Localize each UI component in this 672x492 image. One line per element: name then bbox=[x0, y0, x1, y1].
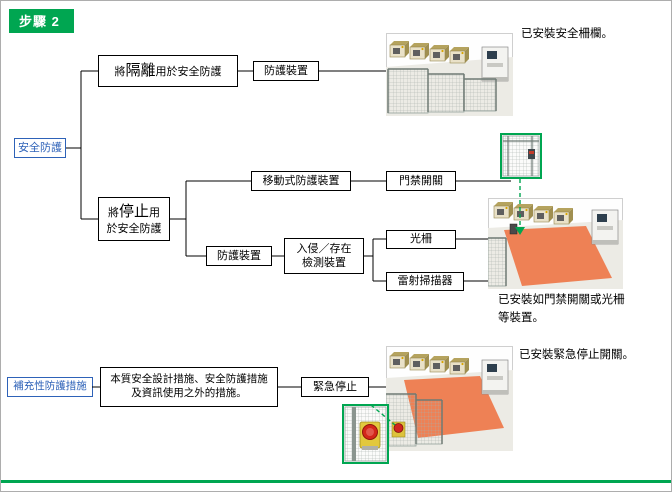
flow-box-guard-device-bottom: 防護裝置 bbox=[206, 246, 272, 266]
inset-door-switch-detail bbox=[500, 133, 542, 179]
flow-box-laser-scanner: 雷射掃描器 bbox=[386, 272, 464, 291]
safety-protection-label: 安全防護 bbox=[18, 141, 62, 154]
illustration-estop-zone bbox=[386, 346, 513, 451]
other-measures-label: 本質安全設計措施、安全防護措施 及資訊使用之外的措施。 bbox=[110, 373, 268, 400]
flow-box-safety-protection: 安全防護 bbox=[14, 138, 66, 158]
caption-fence-installed: 已安裝安全柵欄。 bbox=[521, 28, 613, 40]
other-measures-line2: 及資訊使用之外的措施。 bbox=[131, 387, 247, 399]
intrusion-line1: 入侵／存在 bbox=[296, 242, 352, 255]
guard-device-bottom-label: 防護裝置 bbox=[217, 249, 261, 262]
door-switch-label: 門禁開關 bbox=[399, 174, 443, 187]
footer-green-rule bbox=[1, 480, 671, 483]
step-badge: 步驟 2 bbox=[9, 9, 74, 33]
fenced-line-drawing bbox=[386, 33, 513, 116]
detection-zone-drawing bbox=[488, 198, 623, 289]
flow-box-door-switch: 門禁開關 bbox=[386, 171, 456, 191]
stop-label: 將停止用 於安全防護 bbox=[107, 202, 162, 236]
stop-emphasis: 停止 bbox=[118, 203, 149, 221]
isolation-prefix: 將 bbox=[114, 66, 126, 79]
illustration-detection-zone bbox=[488, 198, 623, 289]
inset-estop-detail bbox=[342, 404, 389, 464]
other-measures-line1: 本質安全設計措施、安全防護措施 bbox=[110, 373, 268, 386]
movable-guard-label: 移動式防護裝置 bbox=[262, 174, 340, 187]
caption-devices-installed: 已安裝如門禁開關或光柵 等裝置。 bbox=[498, 292, 625, 328]
caption-devices-line1: 已安裝如門禁開關或光柵 bbox=[498, 294, 625, 306]
flow-box-other-measures: 本質安全設計措施、安全防護措施 及資訊使用之外的措施。 bbox=[100, 367, 278, 407]
intrusion-detection-label: 入侵／存在 檢測裝置 bbox=[297, 242, 352, 271]
estop-zone-drawing bbox=[386, 346, 513, 451]
stop-line2: 於安全防護 bbox=[106, 222, 162, 235]
isolation-label: 將隔離用於安全防護 bbox=[114, 61, 221, 81]
laser-scanner-label: 雷射掃描器 bbox=[397, 275, 453, 288]
flow-box-isolation: 將隔離用於安全防護 bbox=[98, 55, 238, 87]
intrusion-line2: 檢測裝置 bbox=[302, 257, 346, 269]
illustration-fenced-line bbox=[386, 33, 513, 116]
guard-device-top-label: 防護裝置 bbox=[264, 64, 308, 77]
flow-box-movable-guard: 移動式防護裝置 bbox=[251, 171, 351, 191]
flow-box-intrusion-detection: 入侵／存在 檢測裝置 bbox=[284, 238, 364, 274]
light-curtain-label: 光柵 bbox=[410, 233, 432, 246]
flow-box-supplementary-measures: 補充性防護措施 bbox=[7, 377, 93, 397]
flow-box-emergency-stop: 緊急停止 bbox=[301, 377, 369, 397]
isolation-emphasis: 隔離 bbox=[125, 62, 156, 80]
caption-devices-line2: 等裝置。 bbox=[498, 311, 544, 324]
stop-suffix: 用 bbox=[149, 207, 160, 220]
supplementary-measures-label: 補充性防護措施 bbox=[13, 380, 87, 393]
stop-prefix: 將 bbox=[107, 207, 119, 220]
estop-detail-drawing bbox=[344, 406, 387, 462]
isolation-suffix: 用於安全防護 bbox=[155, 66, 222, 79]
emergency-stop-label: 緊急停止 bbox=[313, 380, 357, 393]
flow-box-stop: 將停止用 於安全防護 bbox=[98, 197, 170, 241]
stop-line1: 將停止用 bbox=[107, 202, 162, 222]
door-switch-detail-drawing bbox=[502, 135, 540, 177]
caption-estop-installed: 已安裝緊急停止開關。 bbox=[519, 349, 634, 361]
flow-box-light-curtain: 光柵 bbox=[386, 230, 456, 249]
flow-box-guard-device-top: 防護裝置 bbox=[253, 61, 319, 81]
